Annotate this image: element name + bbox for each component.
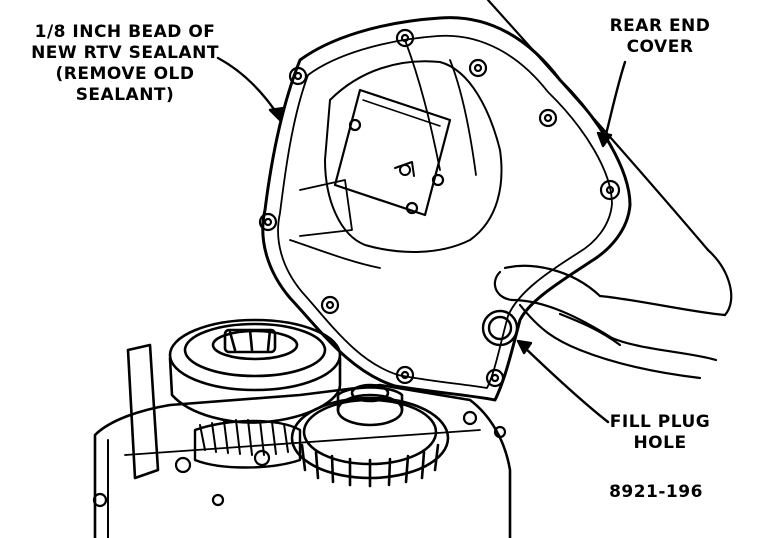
transmission-case	[92, 318, 512, 538]
rear-end-cover	[258, 16, 632, 402]
gear-teeth	[199, 419, 289, 456]
rear-end-cover-callout: REAR END COVER	[609, 16, 711, 57]
output-gear	[290, 383, 450, 488]
cover-leader	[602, 60, 627, 144]
cover-interior-wall	[324, 60, 503, 253]
fill-plug-hole	[481, 309, 519, 347]
cover-bolt-holes	[258, 28, 621, 388]
fill-plug-leader	[520, 343, 610, 424]
planetary-gear-housing	[168, 318, 342, 424]
fill-plug-callout: FILL PLUG HOLE	[609, 412, 711, 453]
figure-number: 8921-196	[609, 482, 703, 502]
cover-gasket-flange	[261, 16, 632, 402]
cover-gasket-inner	[277, 34, 613, 389]
shift-rail	[126, 343, 160, 480]
cover-internal-plate	[333, 88, 452, 217]
sealant-callout: 1/8 INCH BEAD OF NEW RTV SEALANT (REMOVE…	[31, 22, 219, 105]
